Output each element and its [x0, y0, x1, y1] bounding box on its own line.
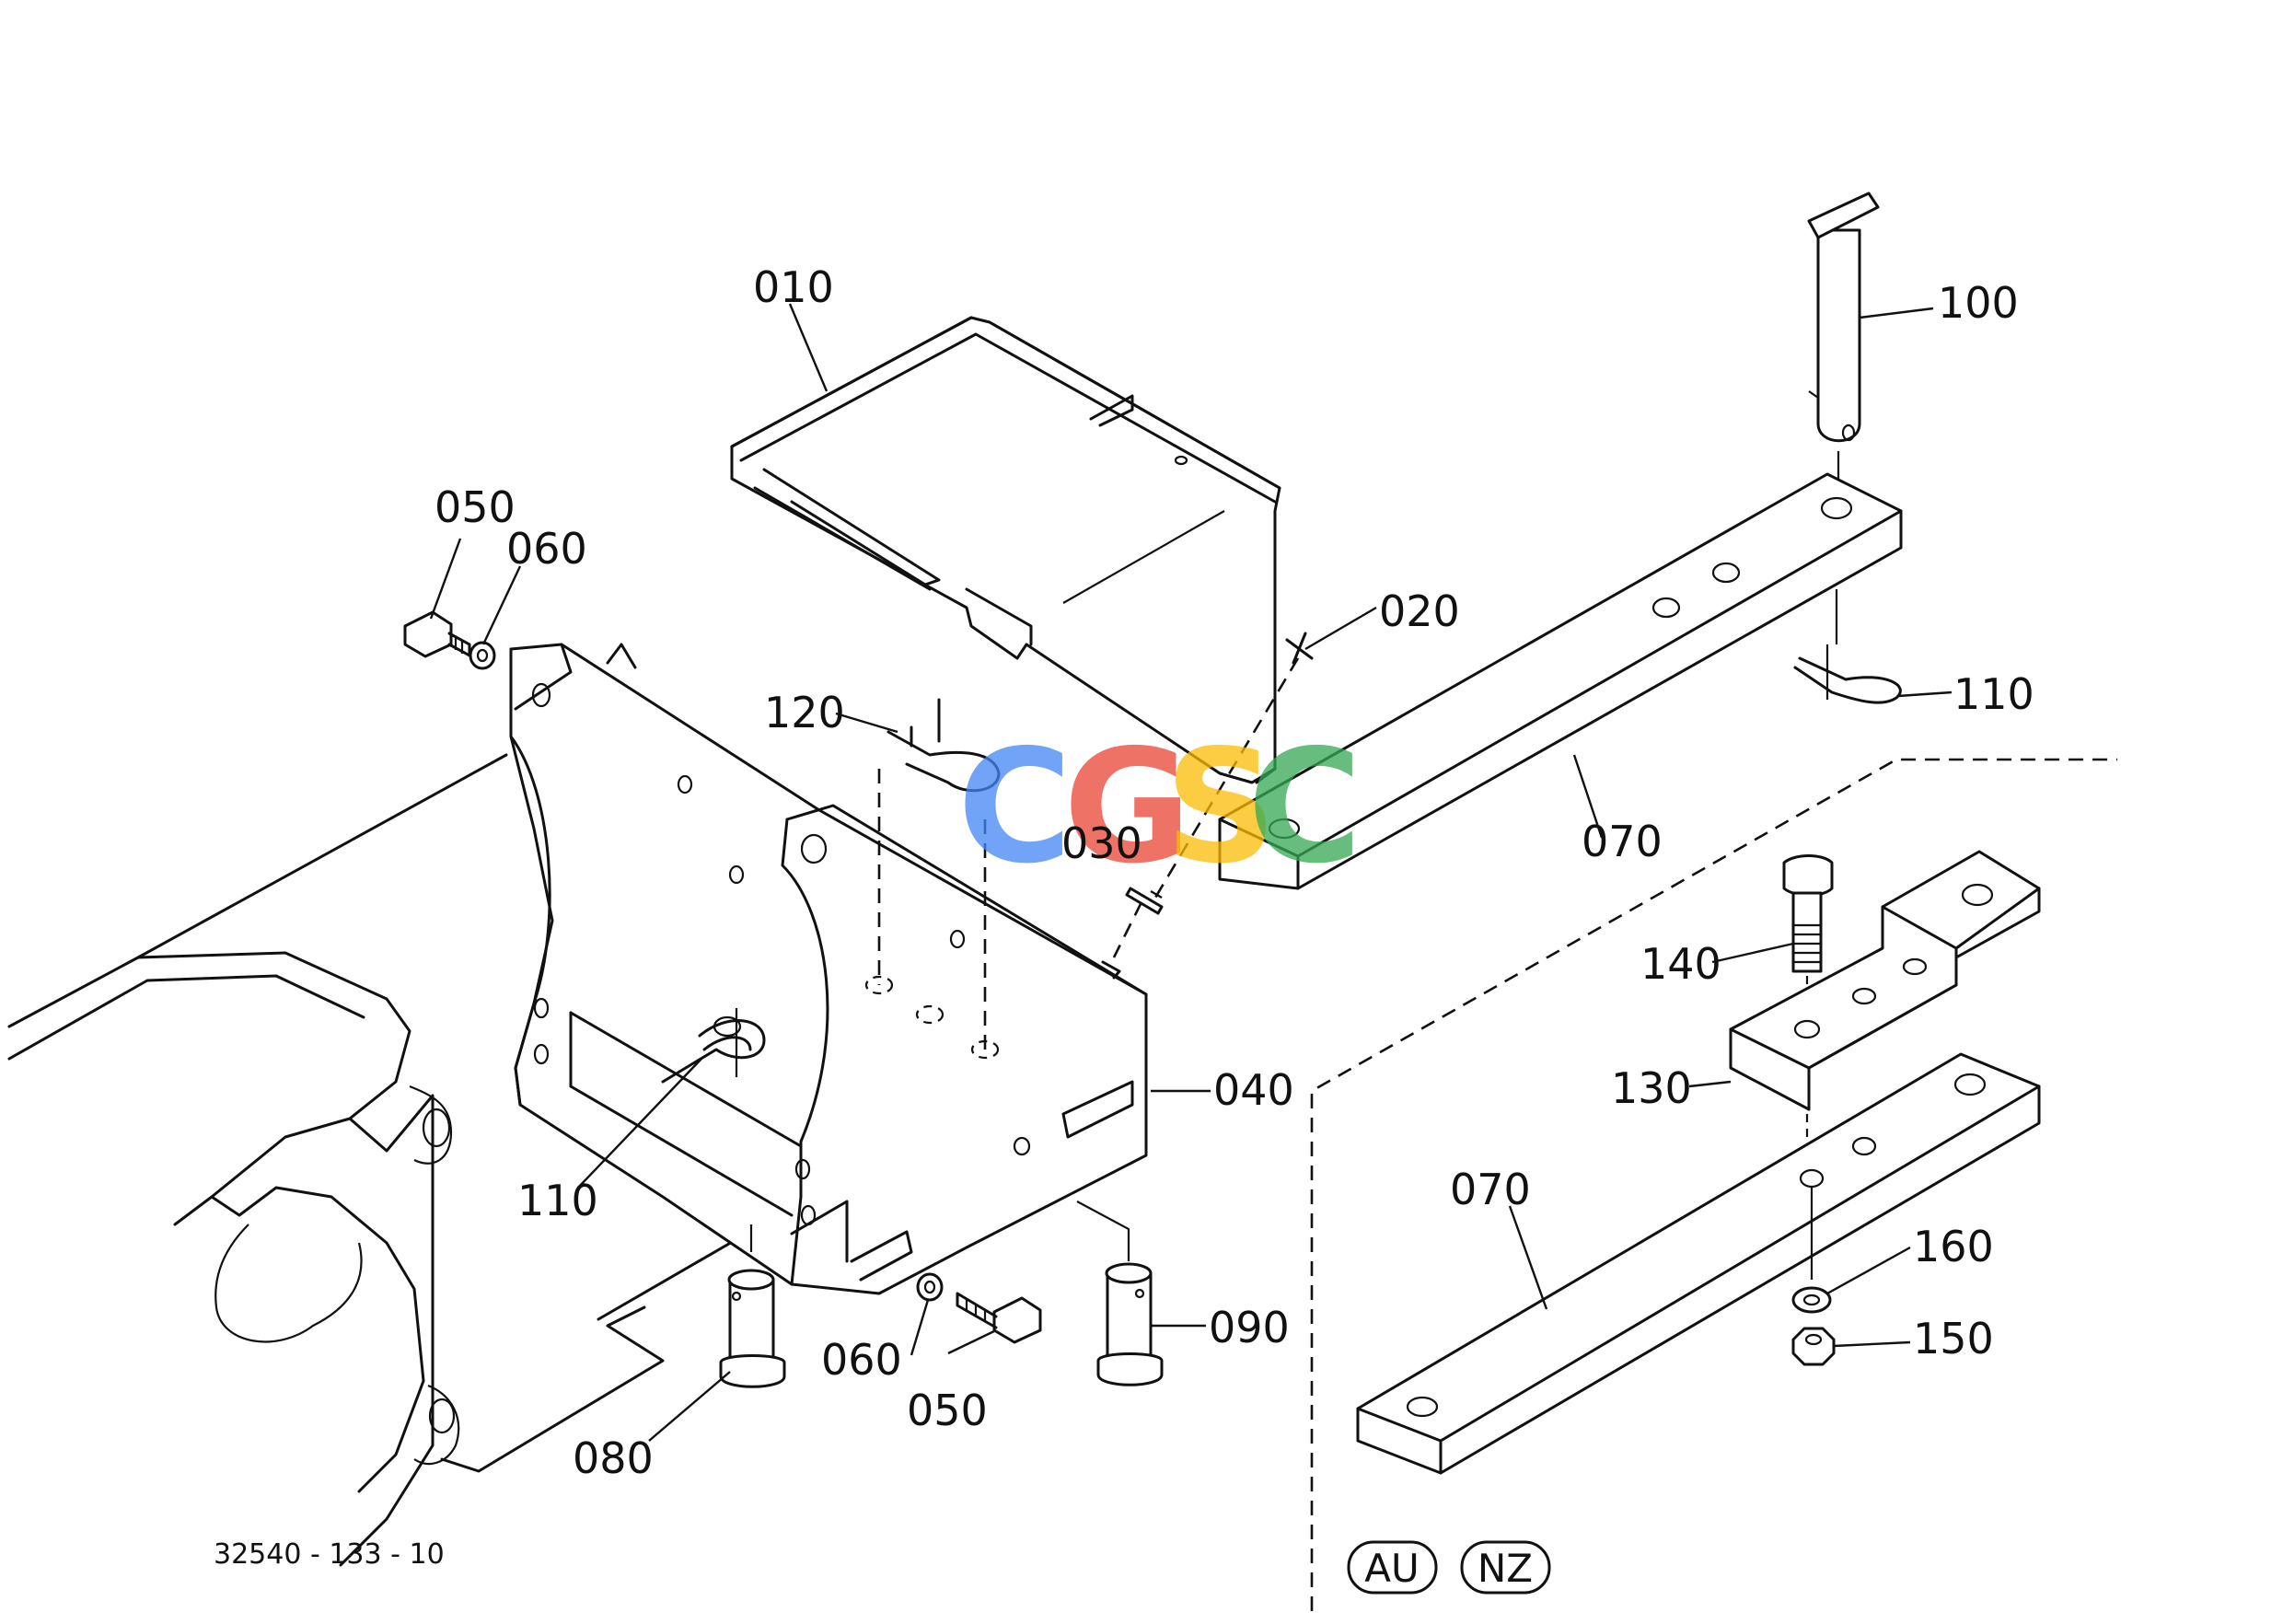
callout-090: 090 [1209, 1303, 1290, 1352]
callout-060-top: 060 [506, 524, 587, 574]
watermark-letter-4: C [1247, 716, 1362, 899]
callout-020: 020 [1379, 586, 1460, 636]
region-badge-au-text: AU [1364, 1546, 1419, 1591]
drawbar-upper [1218, 472, 1903, 890]
bolt-050-left [403, 610, 496, 670]
callout-070-upper: 070 [1582, 817, 1663, 866]
callout-labels: 010 020 030 040 050 060 050 060 070 070 … [435, 262, 2034, 1483]
clip-110-right [1793, 589, 1902, 704]
region-badge-au: AU [1347, 1540, 1438, 1595]
callout-160: 160 [1913, 1222, 1994, 1271]
callout-100: 100 [1938, 278, 2019, 328]
callout-130: 130 [1611, 1063, 1692, 1113]
region-badge-nz: NZ [1460, 1540, 1551, 1595]
bolt-140 [1782, 854, 1834, 1022]
callout-120: 120 [764, 688, 845, 737]
drawbar-lower [1356, 1052, 2041, 1475]
callout-070-lower: 070 [1450, 1165, 1531, 1214]
callout-060-bottom: 060 [821, 1335, 902, 1385]
leader-lines [429, 303, 1953, 1442]
watermark-letter-2: G [1063, 716, 1192, 899]
clip-120 [877, 698, 1001, 1050]
callout-010: 010 [753, 262, 834, 312]
region-badge-nz-text: NZ [1478, 1546, 1533, 1591]
au-nz-option-group [1310, 758, 2117, 1611]
offset-hitch-plate-130 [1729, 850, 2041, 1165]
main-bracket [509, 643, 1148, 1295]
drawing-reference-code: 32540 - 133 - 10 [214, 1538, 445, 1571]
callout-110-left: 110 [517, 1176, 598, 1225]
hitch-pin-100 [1807, 191, 1880, 479]
bolt-050-right [916, 1272, 1042, 1344]
callout-110-right: 110 [1953, 669, 2034, 719]
callout-150: 150 [1913, 1314, 1994, 1363]
callout-050-top: 050 [435, 482, 516, 532]
callout-030: 030 [1061, 818, 1142, 868]
nut-150 [1791, 1327, 1836, 1366]
clip-110-left [661, 1008, 766, 1084]
callout-140: 140 [1640, 939, 1721, 989]
watermark-letter-3: S [1165, 716, 1277, 899]
washer-160 [1791, 1286, 1832, 1314]
watermark-letter-1: C [957, 716, 1072, 899]
clip-pin-020 [1153, 632, 1314, 899]
callout-080: 080 [573, 1433, 654, 1483]
callout-050-bottom: 050 [907, 1386, 988, 1435]
cotter-pin-030 [1101, 887, 1164, 980]
pin-080 [719, 1224, 786, 1388]
callout-040: 040 [1213, 1065, 1294, 1115]
pin-090 [1076, 1201, 1164, 1386]
top-cover-plate [730, 316, 1281, 784]
cgsc-watermark: C G S C [957, 716, 1362, 899]
